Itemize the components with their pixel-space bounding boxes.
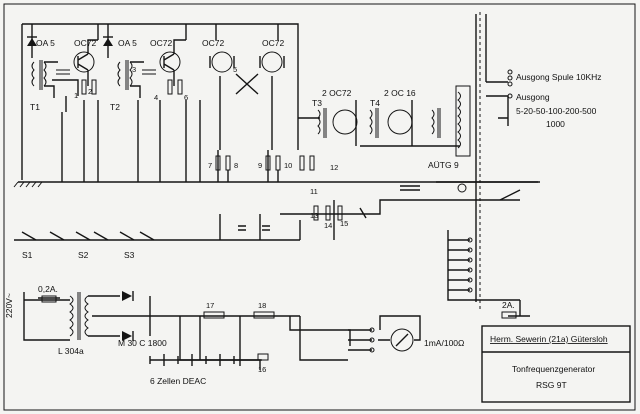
label-output-levels: 5-20-50-100-200-500 [516,106,597,116]
label-t2: T2 [110,102,120,112]
stage-1-oscillator [31,24,99,182]
title-model: RSG 9T [536,380,567,390]
label-n8: 8 [234,161,238,170]
label-stage3: 2 OC72 [322,88,352,98]
label-oc72-3: OC72 [202,38,224,48]
outer-frame [3,3,636,411]
label-oa5-1: OA 5 [36,38,55,48]
label-oc72-2: OC72 [150,38,172,48]
label-output-ausgang: Ausgong [516,92,550,102]
label-t4: T4 [370,98,380,108]
label-n18: 18 [258,301,266,310]
label-meter: 1mA/100Ω [424,338,464,348]
title-name: Tonfrequenzgenerator [512,364,595,374]
label-n4: 4 [154,93,158,102]
label-oa5-2: OA 5 [118,38,137,48]
label-n3: 3 [132,65,136,74]
label-s1: S1 [22,250,33,260]
label-n12: 12 [330,163,338,172]
label-fuse-main: 0,2A. [38,284,58,294]
title-block [481,325,631,403]
label-s3: S3 [124,250,135,260]
label-n2: 2 [88,87,92,96]
label-n1: 1 [74,91,78,100]
label-t3: T3 [312,98,322,108]
label-n7: 7 [208,161,212,170]
label-mains: 220V~ [4,293,14,318]
output-selector [436,12,540,319]
label-n13: 13 [310,211,318,220]
label-n17: 17 [206,301,214,310]
label-t1: T1 [30,102,40,112]
label-n15: 15 [340,219,348,228]
title-maker: Herm. Sewerin (21a) Gütersloh [490,334,608,344]
diode-oa5-1 [27,24,37,58]
power-supply [23,291,421,370]
label-n6: 6 [184,93,188,102]
ground-symbol [13,181,43,188]
switch-row [14,185,520,241]
label-oc72-4: OC72 [262,38,284,48]
label-output-spule: Ausgong Spule 10KHz [516,72,602,82]
label-n11: 11 [310,187,318,196]
label-transformer-auto: AÜTG 9 [428,160,459,170]
label-mains-transformer: L 304a [58,346,84,356]
label-n16: 16 [258,365,266,374]
label-n5: 5 [233,65,237,74]
label-s2: S2 [78,250,89,260]
stage-2-oscillator [117,24,187,182]
label-n9: 9 [258,161,262,170]
potentiometers [215,150,315,182]
label-output-level-top: 1000 [546,119,565,129]
label-battery: 6 Zellen DEAC [150,376,206,386]
top-bus [22,23,299,118]
output-stages [297,85,471,157]
label-rectifier: M 30 C 1800 [118,338,167,348]
label-stage4: 2 OC 16 [384,88,416,98]
diode-oa5-2 [103,24,113,58]
label-fuse-out: 2A. [502,300,515,310]
label-n14: 14 [324,221,332,230]
label-n10: 10 [284,161,292,170]
label-oc72-1: OC72 [74,38,96,48]
multivibrator [199,24,285,182]
